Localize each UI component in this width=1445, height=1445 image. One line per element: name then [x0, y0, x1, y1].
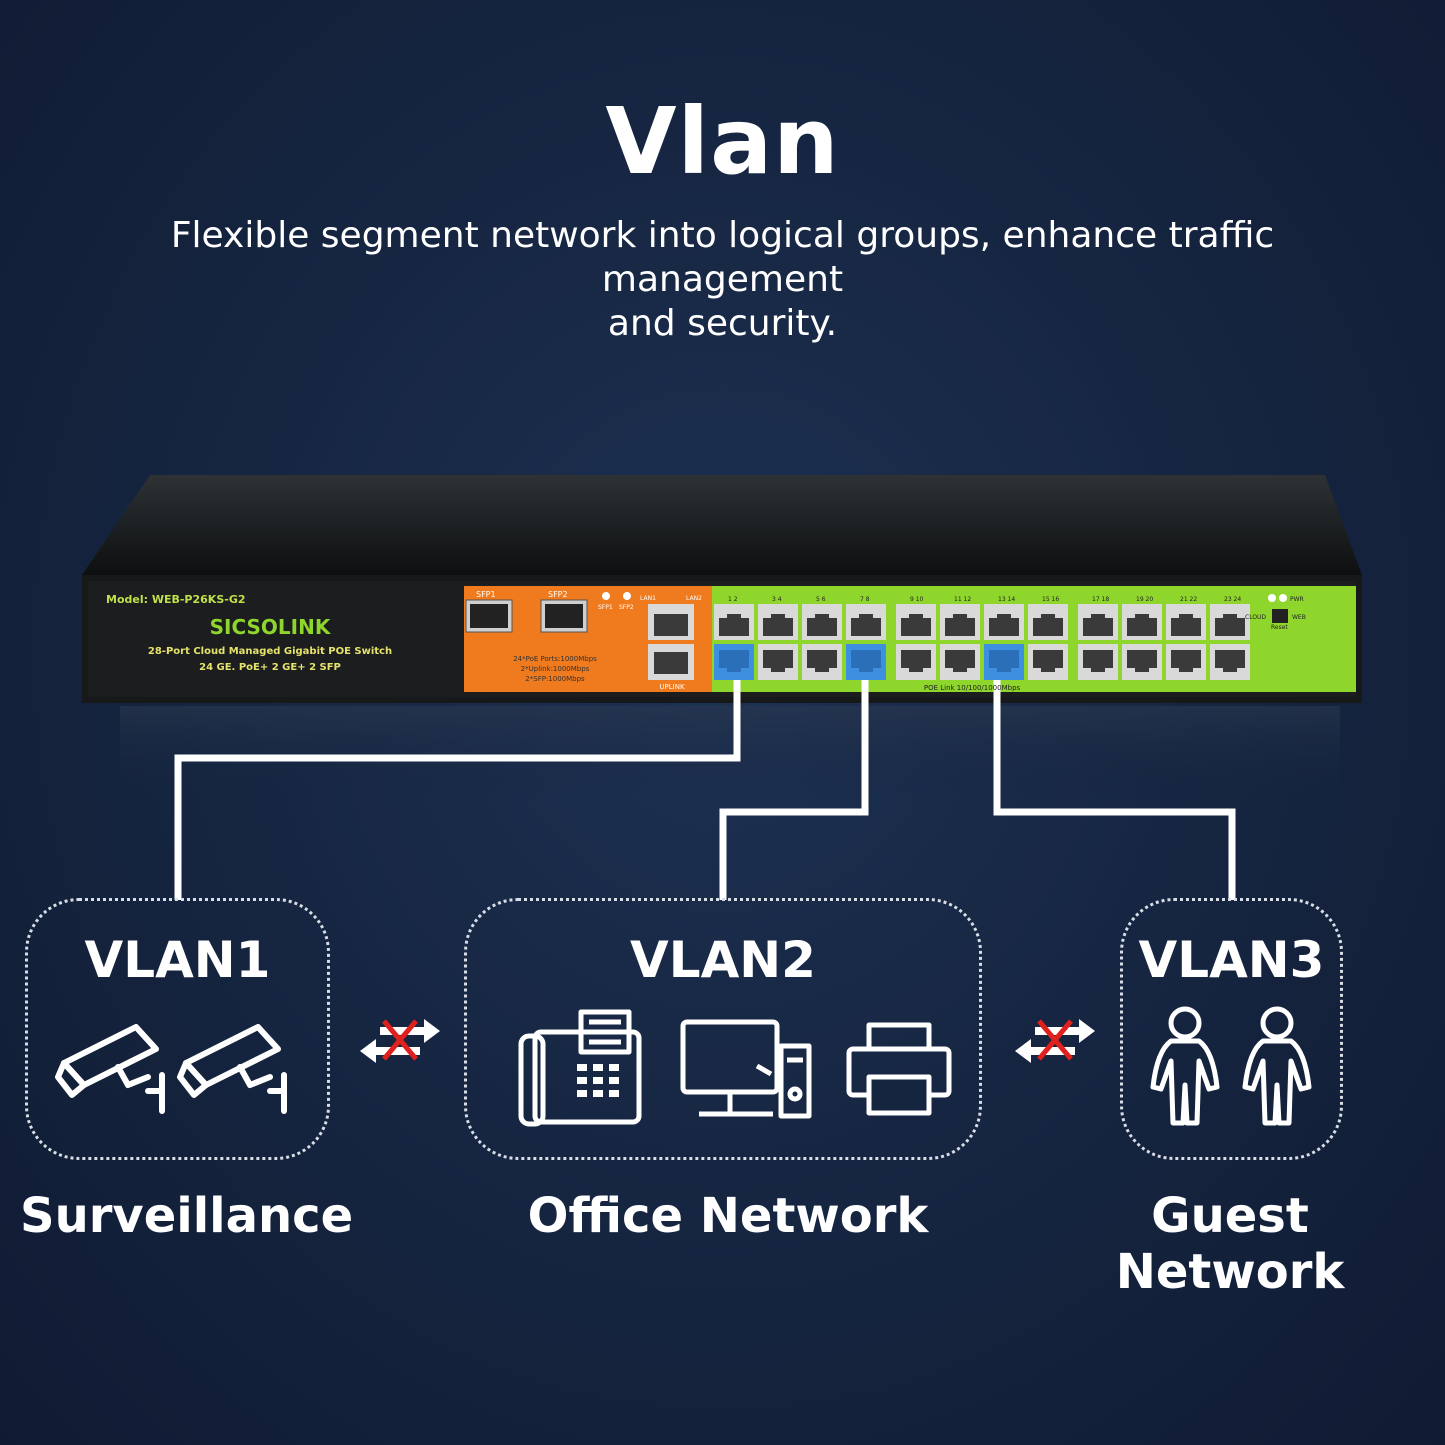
vlan3-label: VLAN3 [1138, 931, 1325, 989]
port-number-label: 11 12 [954, 596, 971, 603]
cloud-label: CLOUD [1245, 614, 1266, 621]
port-number-label: 1 2 [728, 596, 738, 603]
vlan1-box: VLAN1 [25, 898, 330, 1160]
spec-1: 24*PoE Ports:1000Mbps [513, 655, 597, 663]
model-label: Model: WEB-P26KS-G2 [106, 593, 246, 606]
fax-phone-icon [518, 1009, 642, 1127]
port-number-label: 13 14 [998, 596, 1015, 603]
uplink-label: UPLINK [659, 683, 685, 691]
sfp1-label: SFP1 [476, 590, 496, 599]
port-number-label: 21 22 [1180, 596, 1197, 603]
lan1-label: LAN1 [640, 595, 656, 602]
port-number-label: 5 6 [816, 596, 826, 603]
led-sfp2-label: SFP2 [619, 604, 634, 611]
pwr-label: PWR [1290, 596, 1304, 603]
port-number-label: 23 24 [1224, 596, 1241, 603]
poe-ports: 1 2 3 4 5 6 7 8 9 10 11 12 13 14 15 16 17 18 19 2… [714, 596, 1250, 680]
page-subtitle: Flexible segment network into logical gr… [70, 214, 1375, 346]
led-sfp1-label: SFP1 [598, 604, 613, 611]
cctv-camera-icon [55, 1024, 287, 1114]
vlan2-label: VLAN2 [630, 931, 816, 989]
lan2-label: LAN2 [686, 595, 702, 602]
subtitle-line-1: Flexible segment network into logical gr… [170, 215, 1275, 300]
port-number-label: 9 10 [910, 596, 924, 603]
caption-surveillance: Surveillance [20, 1188, 354, 1244]
blocked-traffic-icon [1015, 1019, 1095, 1063]
port-number-label: 7 8 [860, 596, 870, 603]
vlan-connection-lines [174, 680, 1236, 900]
subtitle-line-2: and security. [607, 303, 838, 344]
port-number-label: 15 16 [1042, 596, 1059, 603]
printer-icon [846, 1022, 952, 1116]
vlan1-label: VLAN1 [84, 931, 271, 989]
port-number-label: 19 20 [1136, 596, 1153, 603]
desktop-computer-icon [680, 1019, 812, 1119]
poe-link-label: POE Link 10/100/1000Mbps [924, 684, 1021, 692]
pwr-led [1268, 594, 1276, 602]
vlan2-line [719, 680, 869, 900]
spec-3: 2*SFP:1000Mbps [525, 675, 585, 683]
spec-2: 2*Uplink:1000Mbps [521, 665, 590, 673]
web-label: WEB [1292, 614, 1306, 621]
caption-office-network: Office Network [527, 1188, 929, 1244]
port-number-label: 17 18 [1092, 596, 1109, 603]
device-desc-2: 24 GE. PoE+ 2 GE+ 2 SFP [199, 662, 341, 673]
caption-guest-network: Guest Network [1115, 1188, 1345, 1300]
port-number-label: 3 4 [772, 596, 782, 603]
vlan1-line [174, 680, 741, 900]
sfp2-label: SFP2 [548, 590, 568, 599]
vlan3-line [993, 680, 1236, 900]
sfp2-led [623, 592, 631, 600]
mode-switch [1272, 609, 1288, 623]
person-icon [1150, 1006, 1312, 1126]
reset-label: Reset [1271, 624, 1288, 631]
vlan3-box: VLAN3 [1120, 898, 1343, 1160]
vlan2-box: VLAN2 [464, 898, 982, 1160]
switch-top-lid [82, 475, 1362, 575]
uplink-ports [648, 604, 694, 680]
switch-reflection [120, 706, 1340, 796]
brand-logo: SICSOLINK [210, 615, 332, 639]
blocked-traffic-icon [360, 1019, 440, 1063]
device-desc-1: 28-Port Cloud Managed Gigabit POE Switch [148, 646, 392, 657]
sfp1-led [602, 592, 610, 600]
page-title: Vlan [605, 88, 840, 195]
